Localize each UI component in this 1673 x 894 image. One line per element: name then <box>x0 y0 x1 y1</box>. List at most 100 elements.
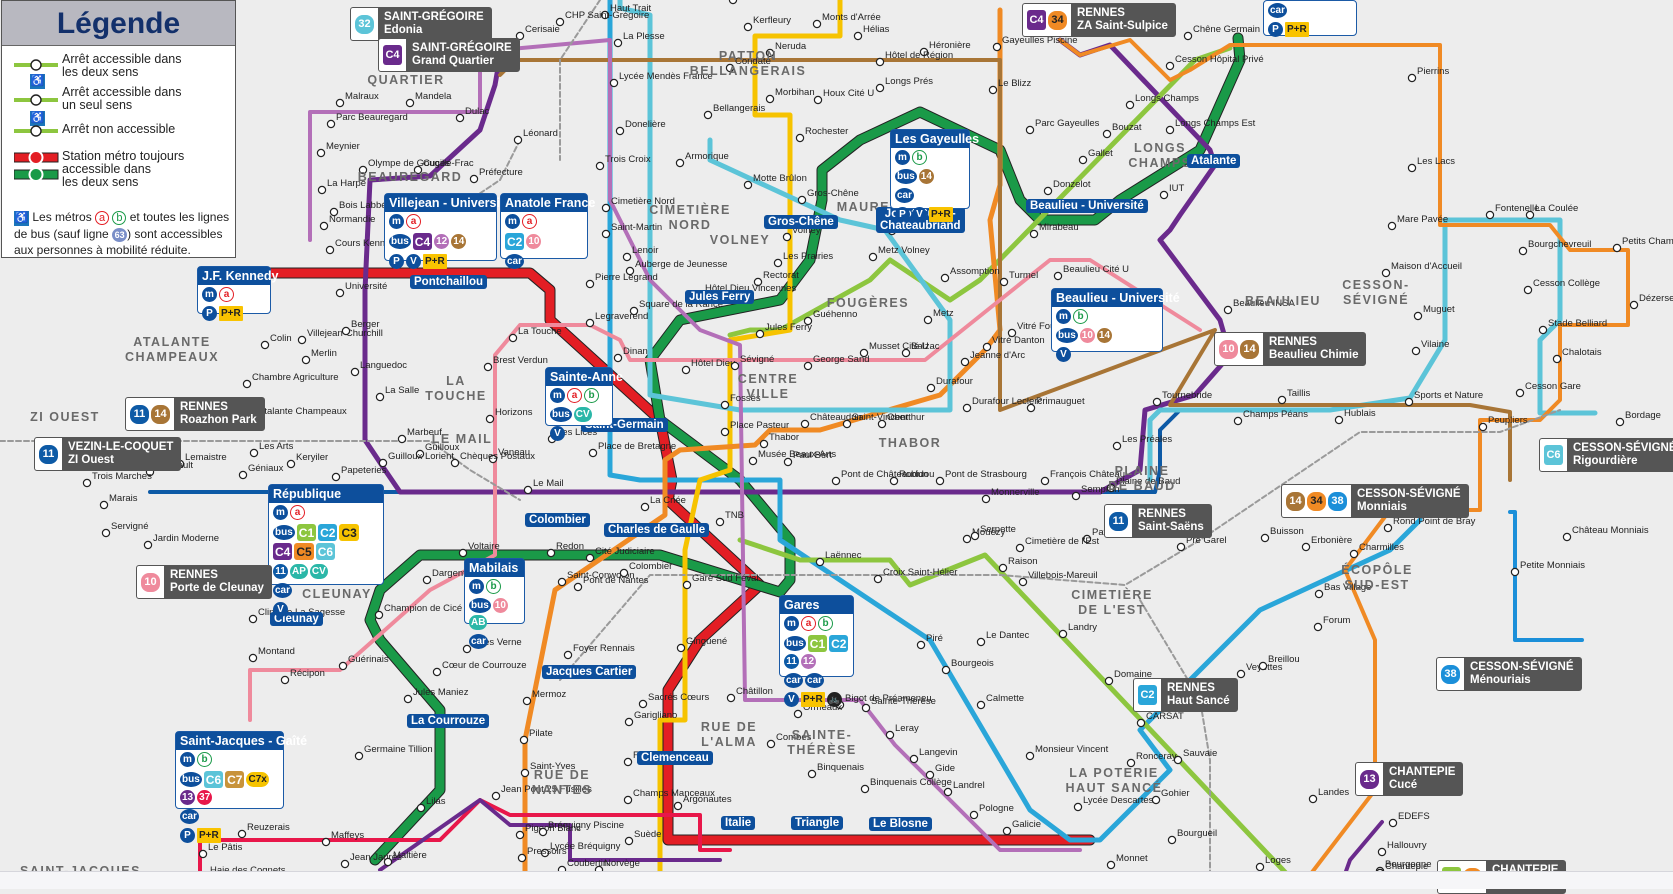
station-le-patis[interactable]: Le Pâtis <box>198 842 243 859</box>
station-jules-verne[interactable]: Jules Verne <box>462 637 522 654</box>
station-bas-village[interactable]: Bas Village <box>1314 582 1371 599</box>
station-malraux[interactable]: Malraux <box>335 91 379 108</box>
station-brest-verdun[interactable]: Brest Verdun <box>483 355 548 372</box>
station-voltaire[interactable]: Voltaire <box>458 541 500 558</box>
station-place-de-bretagne[interactable]: Place de Bretagne <box>588 441 676 458</box>
station-meynier[interactable]: Meynier <box>316 141 360 158</box>
station-chatillon[interactable]: Châtillon <box>726 686 773 703</box>
station-jules-ferry[interactable]: Jules Ferry <box>755 322 812 339</box>
station-chp-saint-gregoire[interactable]: CHP Saint-Grégoire <box>555 10 649 27</box>
line-L37[interactable] <box>198 798 732 888</box>
station-ginguene[interactable]: Ginguené <box>676 636 727 653</box>
station-hotel-de-region[interactable]: Hôtel de Région <box>875 50 953 67</box>
station-fontenelle[interactable]: Fontenelle <box>1485 203 1539 220</box>
station-languedoc[interactable]: Languedoc <box>350 360 407 377</box>
station-jean-jaures[interactable]: Jean Jaurès <box>340 852 402 869</box>
station-stade-belliard[interactable]: Stade Belliard <box>1538 318 1607 335</box>
line-L34[interactable] <box>1058 38 1630 888</box>
line-rail[interactable] <box>0 440 521 501</box>
station-sauvaie[interactable]: Sauvaie <box>1173 748 1217 765</box>
metro-station-label-triangle[interactable]: Triangle <box>791 816 844 830</box>
station-guehenno[interactable]: Guéhenno <box>803 309 857 326</box>
station-villebois-mareuil[interactable]: Villebois-Mareuil <box>1018 570 1098 587</box>
station-olympe-de-gouges[interactable]: Olympe de Gouges <box>358 158 450 175</box>
station-la-criee[interactable]: La Criée <box>640 495 686 512</box>
station-jean-pont-25-fusilles[interactable]: Jean Pont 25 Fusillés <box>491 784 592 801</box>
metro-station-label-jacques-cartier[interactable]: Jacques Cartier <box>542 665 637 679</box>
station-forum[interactable]: Forum <box>1313 615 1351 632</box>
station-mare-pavee[interactable]: Mare Pavée <box>1387 214 1448 231</box>
station-cite-judiciaire[interactable]: Cité Judiciaire <box>585 546 655 563</box>
station-durafour-leclerc[interactable]: Durafour Leclerc <box>962 396 1042 413</box>
station-cesson-college[interactable]: Cesson Collège <box>1523 278 1600 295</box>
station-maltiere[interactable]: Maltière <box>383 850 427 867</box>
station-metz[interactable]: Metz <box>923 308 954 325</box>
line-C6b[interactable] <box>1147 217 1598 483</box>
line-C2[interactable] <box>607 0 1423 843</box>
station-monnet[interactable]: Monnet <box>1106 853 1148 870</box>
station-prefecture[interactable]: Préfecture <box>469 167 523 184</box>
station-la-touche[interactable]: La Touche <box>508 326 562 343</box>
station-doneliere[interactable]: Donelière <box>615 119 666 136</box>
line-C1-south[interactable] <box>737 537 1303 888</box>
station-papeteries[interactable]: Papeteries <box>331 465 387 482</box>
metro-station-label-la-courrouze[interactable]: La Courrouze <box>407 714 490 728</box>
station-gallet[interactable]: Gallet <box>1078 148 1113 165</box>
station-pre-garel[interactable]: Pré Garel <box>1176 535 1227 552</box>
station-le-dantec[interactable]: Le Dantec <box>976 630 1030 647</box>
station-lycee-brequigny[interactable]: Lycée Bréquigny <box>540 841 621 858</box>
station-loges[interactable]: Loges <box>1255 855 1291 872</box>
station-foyer-rennais[interactable]: Foyer Rennais <box>563 643 635 660</box>
line-rail5[interactable] <box>1139 599 1211 888</box>
station-lilas[interactable]: Lilas <box>416 796 446 813</box>
station-helias[interactable]: Hélias <box>853 24 890 41</box>
station-donzelot[interactable]: Donzelot <box>1043 179 1091 196</box>
metro-station-label-le-blosne[interactable]: Le Blosne <box>869 817 932 831</box>
station-hotel-dieu[interactable]: Hôtel Dieu <box>681 358 735 375</box>
station-lycee-mendes-france[interactable]: Lycée Mendès France <box>609 71 713 88</box>
station-assomption[interactable]: Assomption <box>940 266 1000 283</box>
station-lenoir[interactable]: Lenoir <box>622 245 658 262</box>
station-c-ur-de-courrouze[interactable]: Cœur de Courrouze <box>432 660 526 677</box>
station-sainte-therese[interactable]: Sainte-Thérèse <box>861 696 936 713</box>
metro-station-label-atalante[interactable]: Atalante <box>1187 154 1241 168</box>
station-sevigne[interactable]: Sévigné <box>730 354 774 371</box>
station-sacres-c-urs[interactable]: Sacrés Cœurs <box>638 692 709 709</box>
station-robidou[interactable]: Robidou <box>889 469 934 486</box>
station-vilaine[interactable]: Vilaine <box>1411 339 1449 356</box>
station-combes[interactable]: Combes <box>766 732 812 749</box>
station-leonard[interactable]: Léonard <box>513 128 558 145</box>
station-thabor[interactable]: Thabor <box>759 432 799 449</box>
station-la-salle[interactable]: La Salle <box>375 385 419 402</box>
station-redon[interactable]: Redon <box>546 541 584 558</box>
station-bourgueil[interactable]: Bourgueil <box>1167 828 1217 845</box>
metro-station-label-gros-chene[interactable]: Gros-Chêne <box>764 215 838 229</box>
station-armorique[interactable]: Armorique <box>675 151 729 168</box>
station-cerisaie[interactable]: Cerisaie <box>515 24 560 41</box>
station-maffeys[interactable]: Maffeys <box>321 830 364 847</box>
station-balzac[interactable]: Balzac <box>901 341 940 358</box>
station-raison[interactable]: Raison <box>998 556 1038 573</box>
metro-station-label-charles-de-gaulle[interactable]: Charles de Gaulle <box>604 523 710 537</box>
station-bois-labbe[interactable]: Bois Labbé <box>329 200 387 217</box>
station-le-mail[interactable]: Le Mail <box>523 478 564 495</box>
station-bourgchevreuil[interactable]: Bourgchevreuil <box>1518 239 1591 256</box>
station-petite-monniais[interactable]: Petite Monniais <box>1510 560 1585 577</box>
station-charmilles[interactable]: Charmilles <box>1349 542 1404 559</box>
station-galicie[interactable]: Galicie <box>1002 819 1041 836</box>
station-germaine-tillion[interactable]: Germaine Tillion <box>354 744 433 761</box>
station-croix-saint-helier[interactable]: Croix Saint-Hélier <box>873 567 957 584</box>
line-metro-b[interactable] <box>365 33 1245 865</box>
line-L13b[interactable] <box>378 798 722 872</box>
metro-station-label-clemenceau[interactable]: Clemenceau <box>637 751 713 765</box>
station-pavie[interactable]: Pavie <box>1082 527 1116 544</box>
station-cimetiere-nord[interactable]: Cimetière Nord <box>601 196 675 213</box>
station-taillis[interactable]: Taillis <box>1277 388 1310 405</box>
